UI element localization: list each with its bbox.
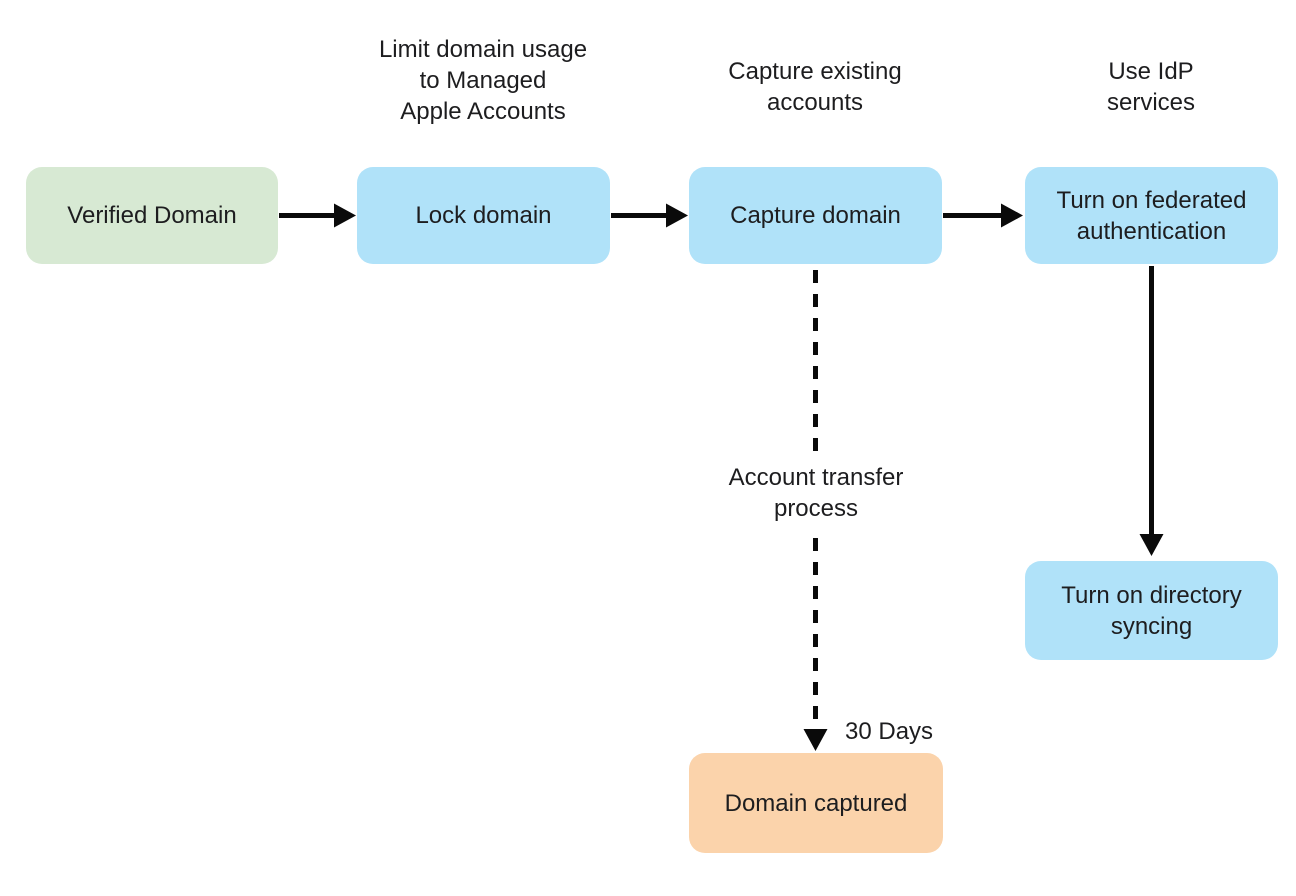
- annotation-limit-domain-usage: Limit domain usage to Managed Apple Acco…: [379, 34, 587, 127]
- node-domain-captured: Domain captured: [689, 753, 943, 853]
- node-label: Capture domain: [730, 202, 901, 229]
- annotation-line: accounts: [766, 89, 864, 116]
- node-turn-on-directory-syncing: Turn on directory syncing: [1025, 561, 1278, 660]
- annotation-line: Account transfer: [728, 464, 904, 491]
- node-capture-domain: Capture domain: [689, 167, 942, 264]
- annotation-line: Capture existing: [728, 58, 902, 85]
- node-turn-on-federated-authentication: Turn on federated authentication: [1025, 167, 1278, 264]
- node-verified-domain: Verified Domain: [26, 167, 278, 264]
- annotation-line: process: [773, 495, 859, 522]
- node-lock-domain: Lock domain: [357, 167, 610, 264]
- node-label: Turn on federated authentication: [1056, 186, 1247, 245]
- node-label: Lock domain: [415, 202, 552, 229]
- annotation-capture-existing-accounts: Capture existing accounts: [728, 56, 901, 118]
- annotation-line: services: [1106, 89, 1196, 116]
- annotation-use-idp-services: Use IdP services: [1107, 56, 1195, 118]
- annotation-30-days: 30 Days: [845, 718, 934, 745]
- node-label: Domain captured: [724, 789, 908, 817]
- annotation-line: Limit domain usage: [378, 36, 588, 63]
- annotation-line: Apple Accounts: [400, 98, 566, 125]
- node-label: Verified Domain: [67, 202, 237, 229]
- annotation-line: Use IdP: [1108, 58, 1194, 85]
- node-label: Turn on directory syncing: [1061, 581, 1242, 640]
- annotation-account-transfer-process: Account transfer process: [729, 462, 904, 524]
- annotation-line: to Managed: [419, 67, 547, 94]
